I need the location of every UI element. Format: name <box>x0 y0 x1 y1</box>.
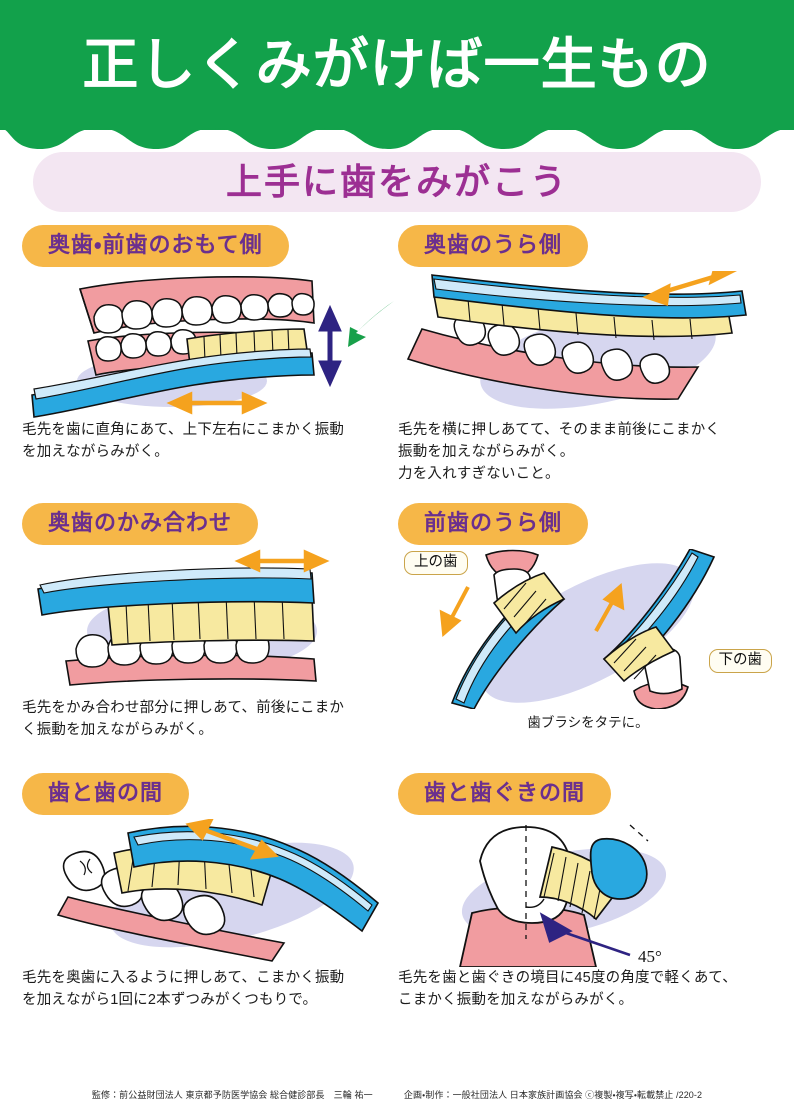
footer-supervisor: 監修：前公益財団法人 東京都予防医学協会 総合健診部長 三輪 祐一 <box>91 1090 373 1100</box>
footer-producer: 企画・制作：一般社団法人 日本家族計画協会 ⓒ複製・複写・転載禁止 /220-2 <box>403 1090 703 1100</box>
panel-caption-between-teeth: 毛先を奥歯に入るように押しあて、こまかく振動 を加えながら1回に2本ずつみがくつ… <box>22 969 345 1008</box>
panel-title-front-surfaces: 奥歯・前歯のおもて側 <box>22 225 289 267</box>
arrow-diagonal-double <box>185 818 279 860</box>
scallop-edge-decoration <box>0 118 794 149</box>
tag-upper-teeth: 上の歯 <box>404 550 468 575</box>
panel-caption-front-teeth-inner: 歯ブラシをタテに。 <box>527 714 649 730</box>
arrow-up-right <box>594 582 625 632</box>
poster-subtitle: 上手に歯をみがこう <box>225 161 568 202</box>
panel-gum-line: 歯と歯ぐきの間 <box>398 773 778 1011</box>
illustration-back-teeth-inner <box>398 270 778 419</box>
panel-title-front-teeth-inner: 前歯のうら側 <box>398 503 589 545</box>
panel-front-teeth-inner: 前歯のうら側 <box>398 503 778 731</box>
arrow-pointer-green <box>348 300 394 347</box>
panel-caption-front-surfaces: 毛先を歯に直角にあて、上下左右にこまかく振動 を加えながらみがく。 <box>22 421 345 460</box>
panel-caption-back-teeth-chewing: 毛先をかみ合わせ部分に押しあて、前後にこまか く振動を加えながらみがく。 <box>22 699 345 738</box>
arrow-up-down <box>318 304 342 387</box>
footer-credits: 監修：前公益財団法人 東京都予防医学協会 総合健診部長 三輪 祐一 企画・制作：… <box>0 1088 794 1101</box>
panel-back-teeth-inner: 奥歯のうら側 <box>398 225 778 486</box>
tag-lower-teeth: 下の歯 <box>708 648 772 673</box>
panel-between-teeth: 歯と歯の間 <box>22 773 402 1011</box>
angle-label-45: 45° <box>638 946 662 966</box>
subtitle-banner: 上手に歯をみがこう <box>33 152 761 212</box>
illustration-front-teeth-inner: 上の歯 下の歯 <box>398 548 778 709</box>
arrow-left-right <box>234 549 330 572</box>
arrow-left-right <box>166 391 268 414</box>
poster-title: 正しくみがけば一生もの <box>82 33 712 96</box>
arrow-pointer-navy <box>539 911 631 956</box>
panel-title-between-teeth: 歯と歯の間 <box>22 773 190 815</box>
illustration-between-teeth <box>22 818 402 967</box>
arrow-down-left <box>439 585 470 637</box>
instruction-panels: 奥歯・前歯のおもて側 <box>0 225 794 1075</box>
panel-title-gum-line: 歯と歯ぐきの間 <box>398 773 612 815</box>
illustration-front-surfaces <box>22 271 402 419</box>
panel-title-back-teeth-chewing: 奥歯のかみ合わせ <box>22 503 259 545</box>
panel-caption-gum-line: 毛先を歯と歯ぐきの境目に45度の角度で軽くあて、 こまかく振動を加えながらみがく… <box>398 969 737 1008</box>
title-banner: 正しくみがけば一生もの <box>0 0 794 130</box>
panel-back-teeth-chewing: 奥歯のかみ合わせ <box>22 503 402 741</box>
panel-front-surfaces: 奥歯・前歯のおもて側 <box>22 225 402 463</box>
panel-caption-back-teeth-inner: 毛先を横に押しあてて、そのまま前後にこまかく 振動を加えながらみがく。 力を入れ… <box>398 421 721 483</box>
illustration-gum-line: 45° <box>398 819 778 967</box>
illustration-back-teeth-chewing <box>22 549 402 697</box>
panel-title-back-teeth-inner: 奥歯のうら側 <box>398 225 589 267</box>
arrow-diagonal-double <box>642 270 738 306</box>
